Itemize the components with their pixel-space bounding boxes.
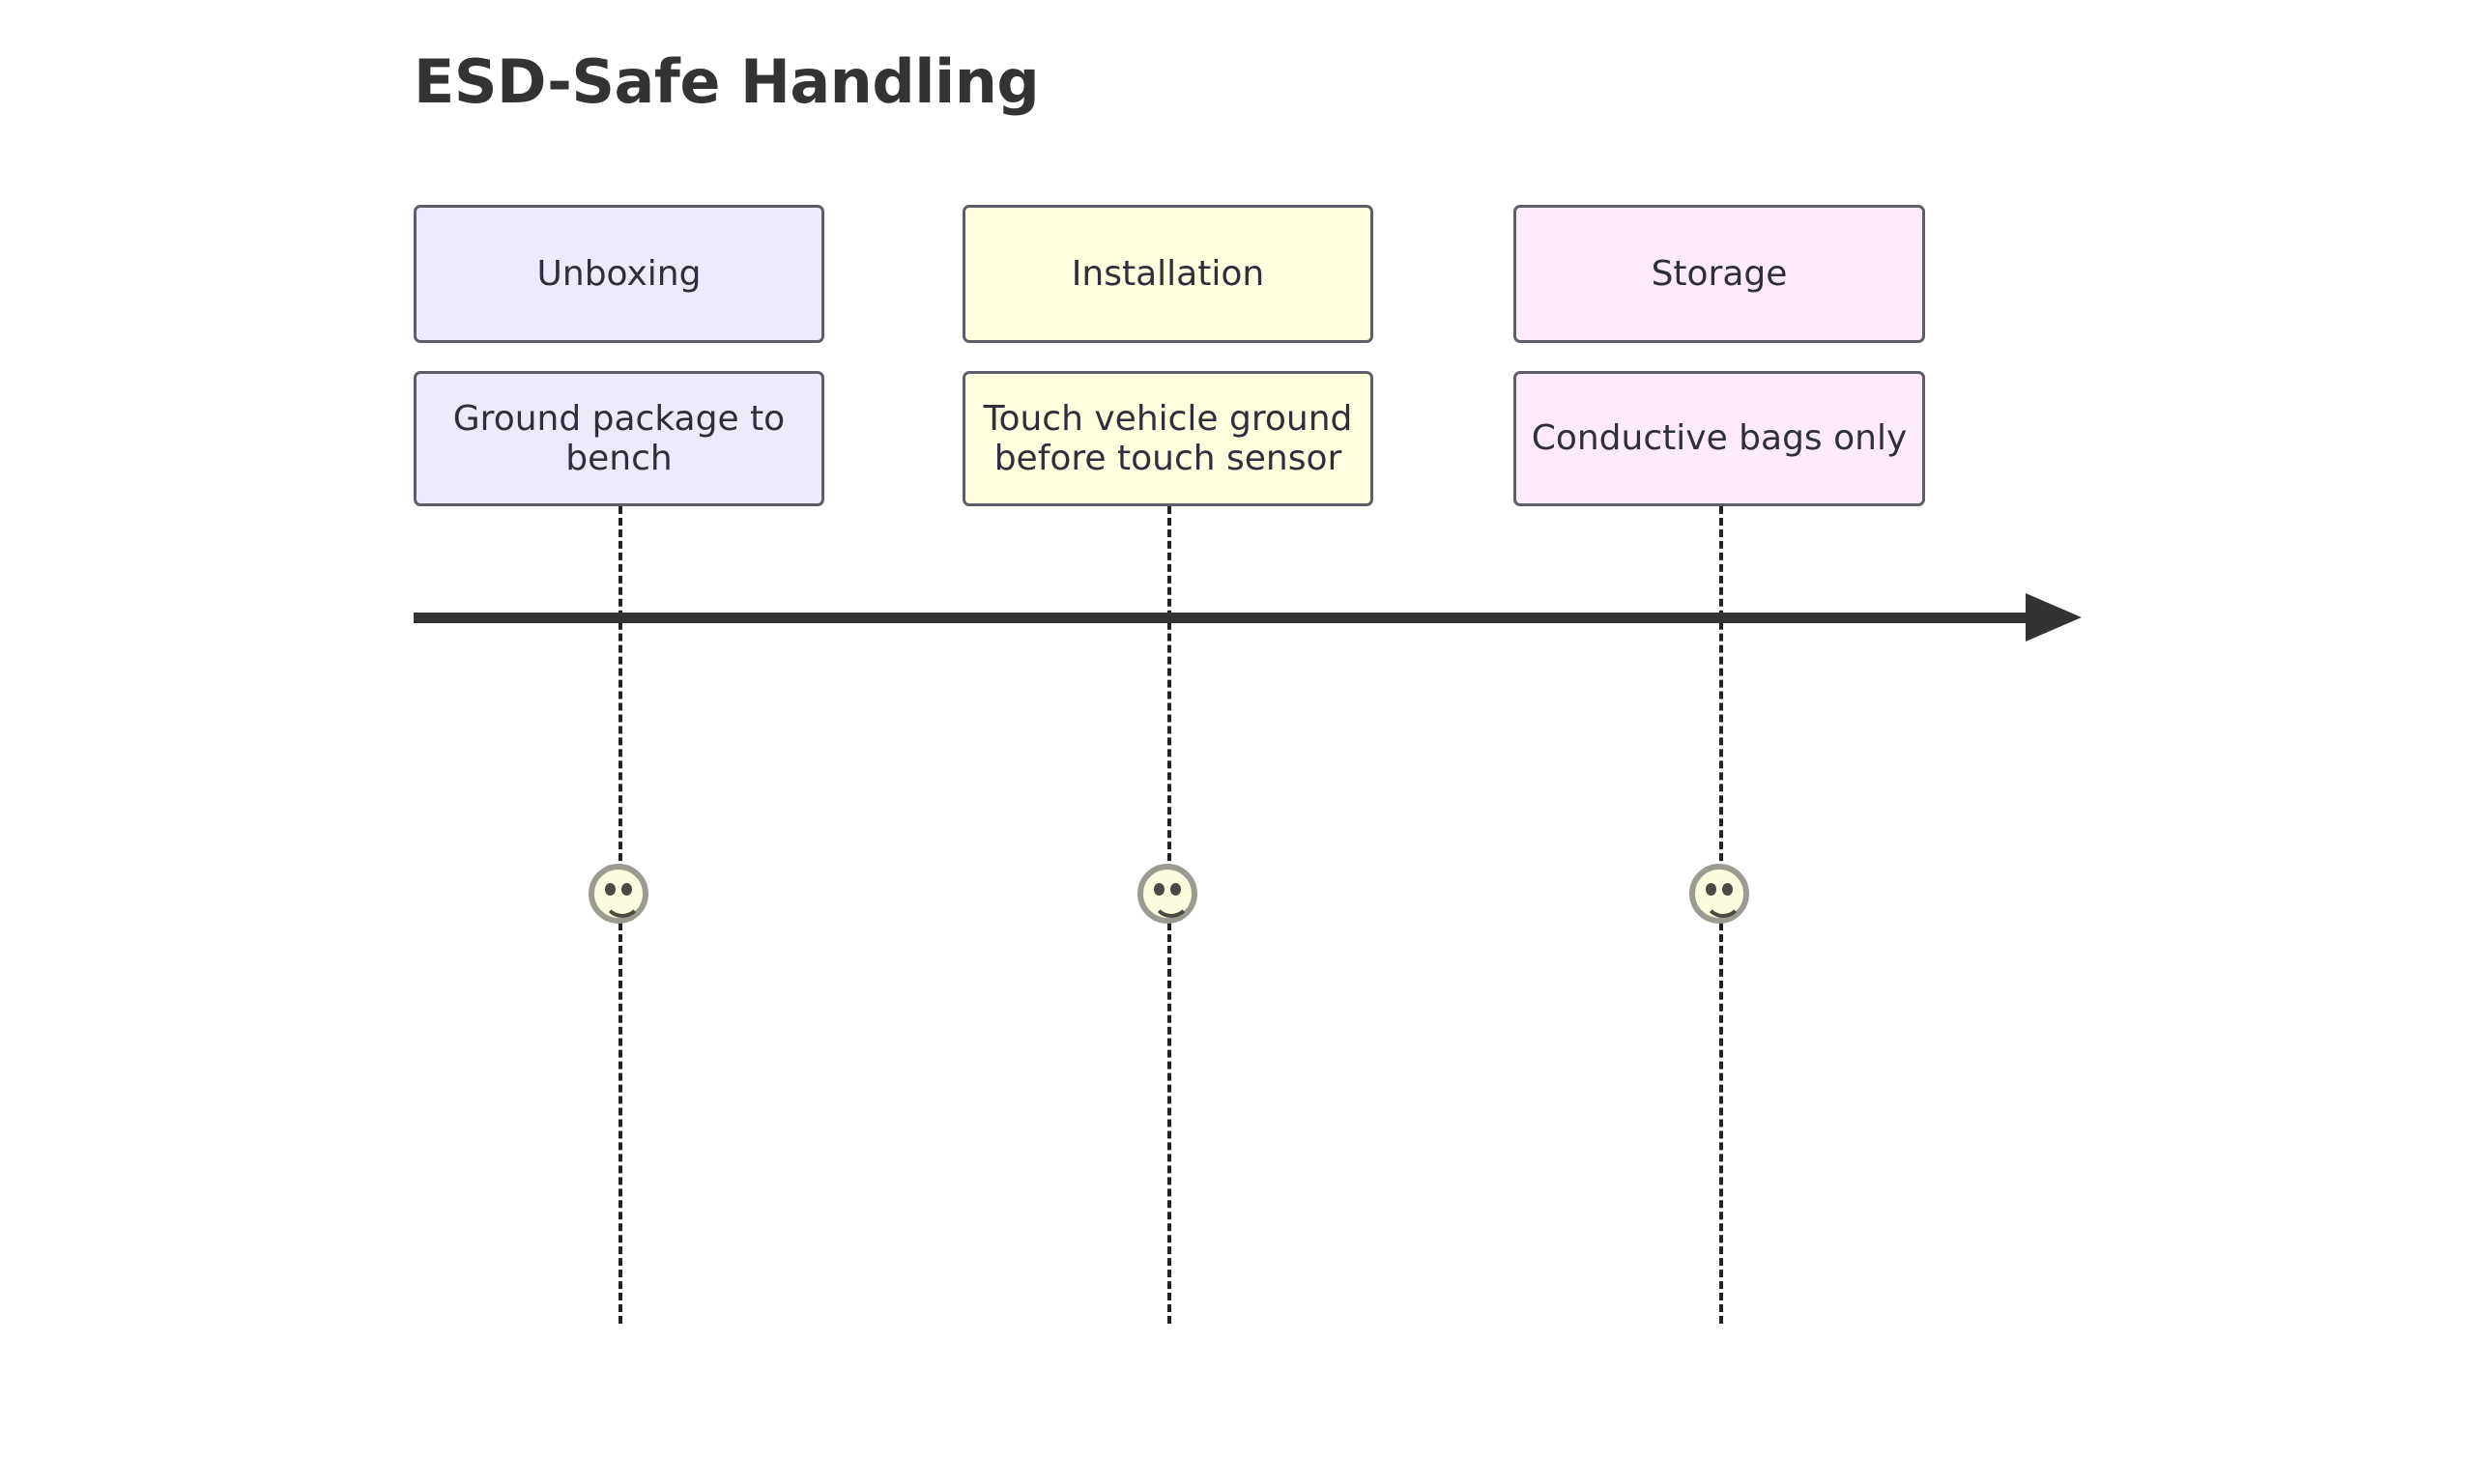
event-label: Touch vehicle ground before touch sensor [983, 398, 1353, 478]
event-box-storage[interactable]: Conductive bags only [1513, 371, 1925, 506]
diagram-title: ESD-Safe Handling [414, 46, 1040, 117]
timeline-axis-line [414, 613, 2037, 623]
event-label: Ground package to bench [452, 398, 786, 478]
section-label: Storage [1651, 253, 1788, 294]
section-box-unboxing[interactable]: Unboxing [414, 205, 824, 343]
smiley-mouth [1704, 889, 1742, 918]
event-label: Conductive bags only [1531, 418, 1908, 459]
section-label: Unboxing [536, 253, 702, 294]
smiley-face-icon [1137, 864, 1197, 924]
smiley-mouth [1152, 889, 1191, 918]
smiley-face-icon [1689, 864, 1749, 924]
section-box-storage[interactable]: Storage [1513, 205, 1925, 343]
right-arrow-icon [2026, 593, 2082, 642]
section-box-installation[interactable]: Installation [963, 205, 1373, 343]
section-label: Installation [1071, 253, 1265, 294]
event-box-installation[interactable]: Touch vehicle ground before touch sensor [963, 371, 1373, 506]
event-box-unboxing[interactable]: Ground package to bench [414, 371, 824, 506]
smiley-mouth [603, 889, 642, 918]
smiley-face-icon [589, 864, 648, 924]
